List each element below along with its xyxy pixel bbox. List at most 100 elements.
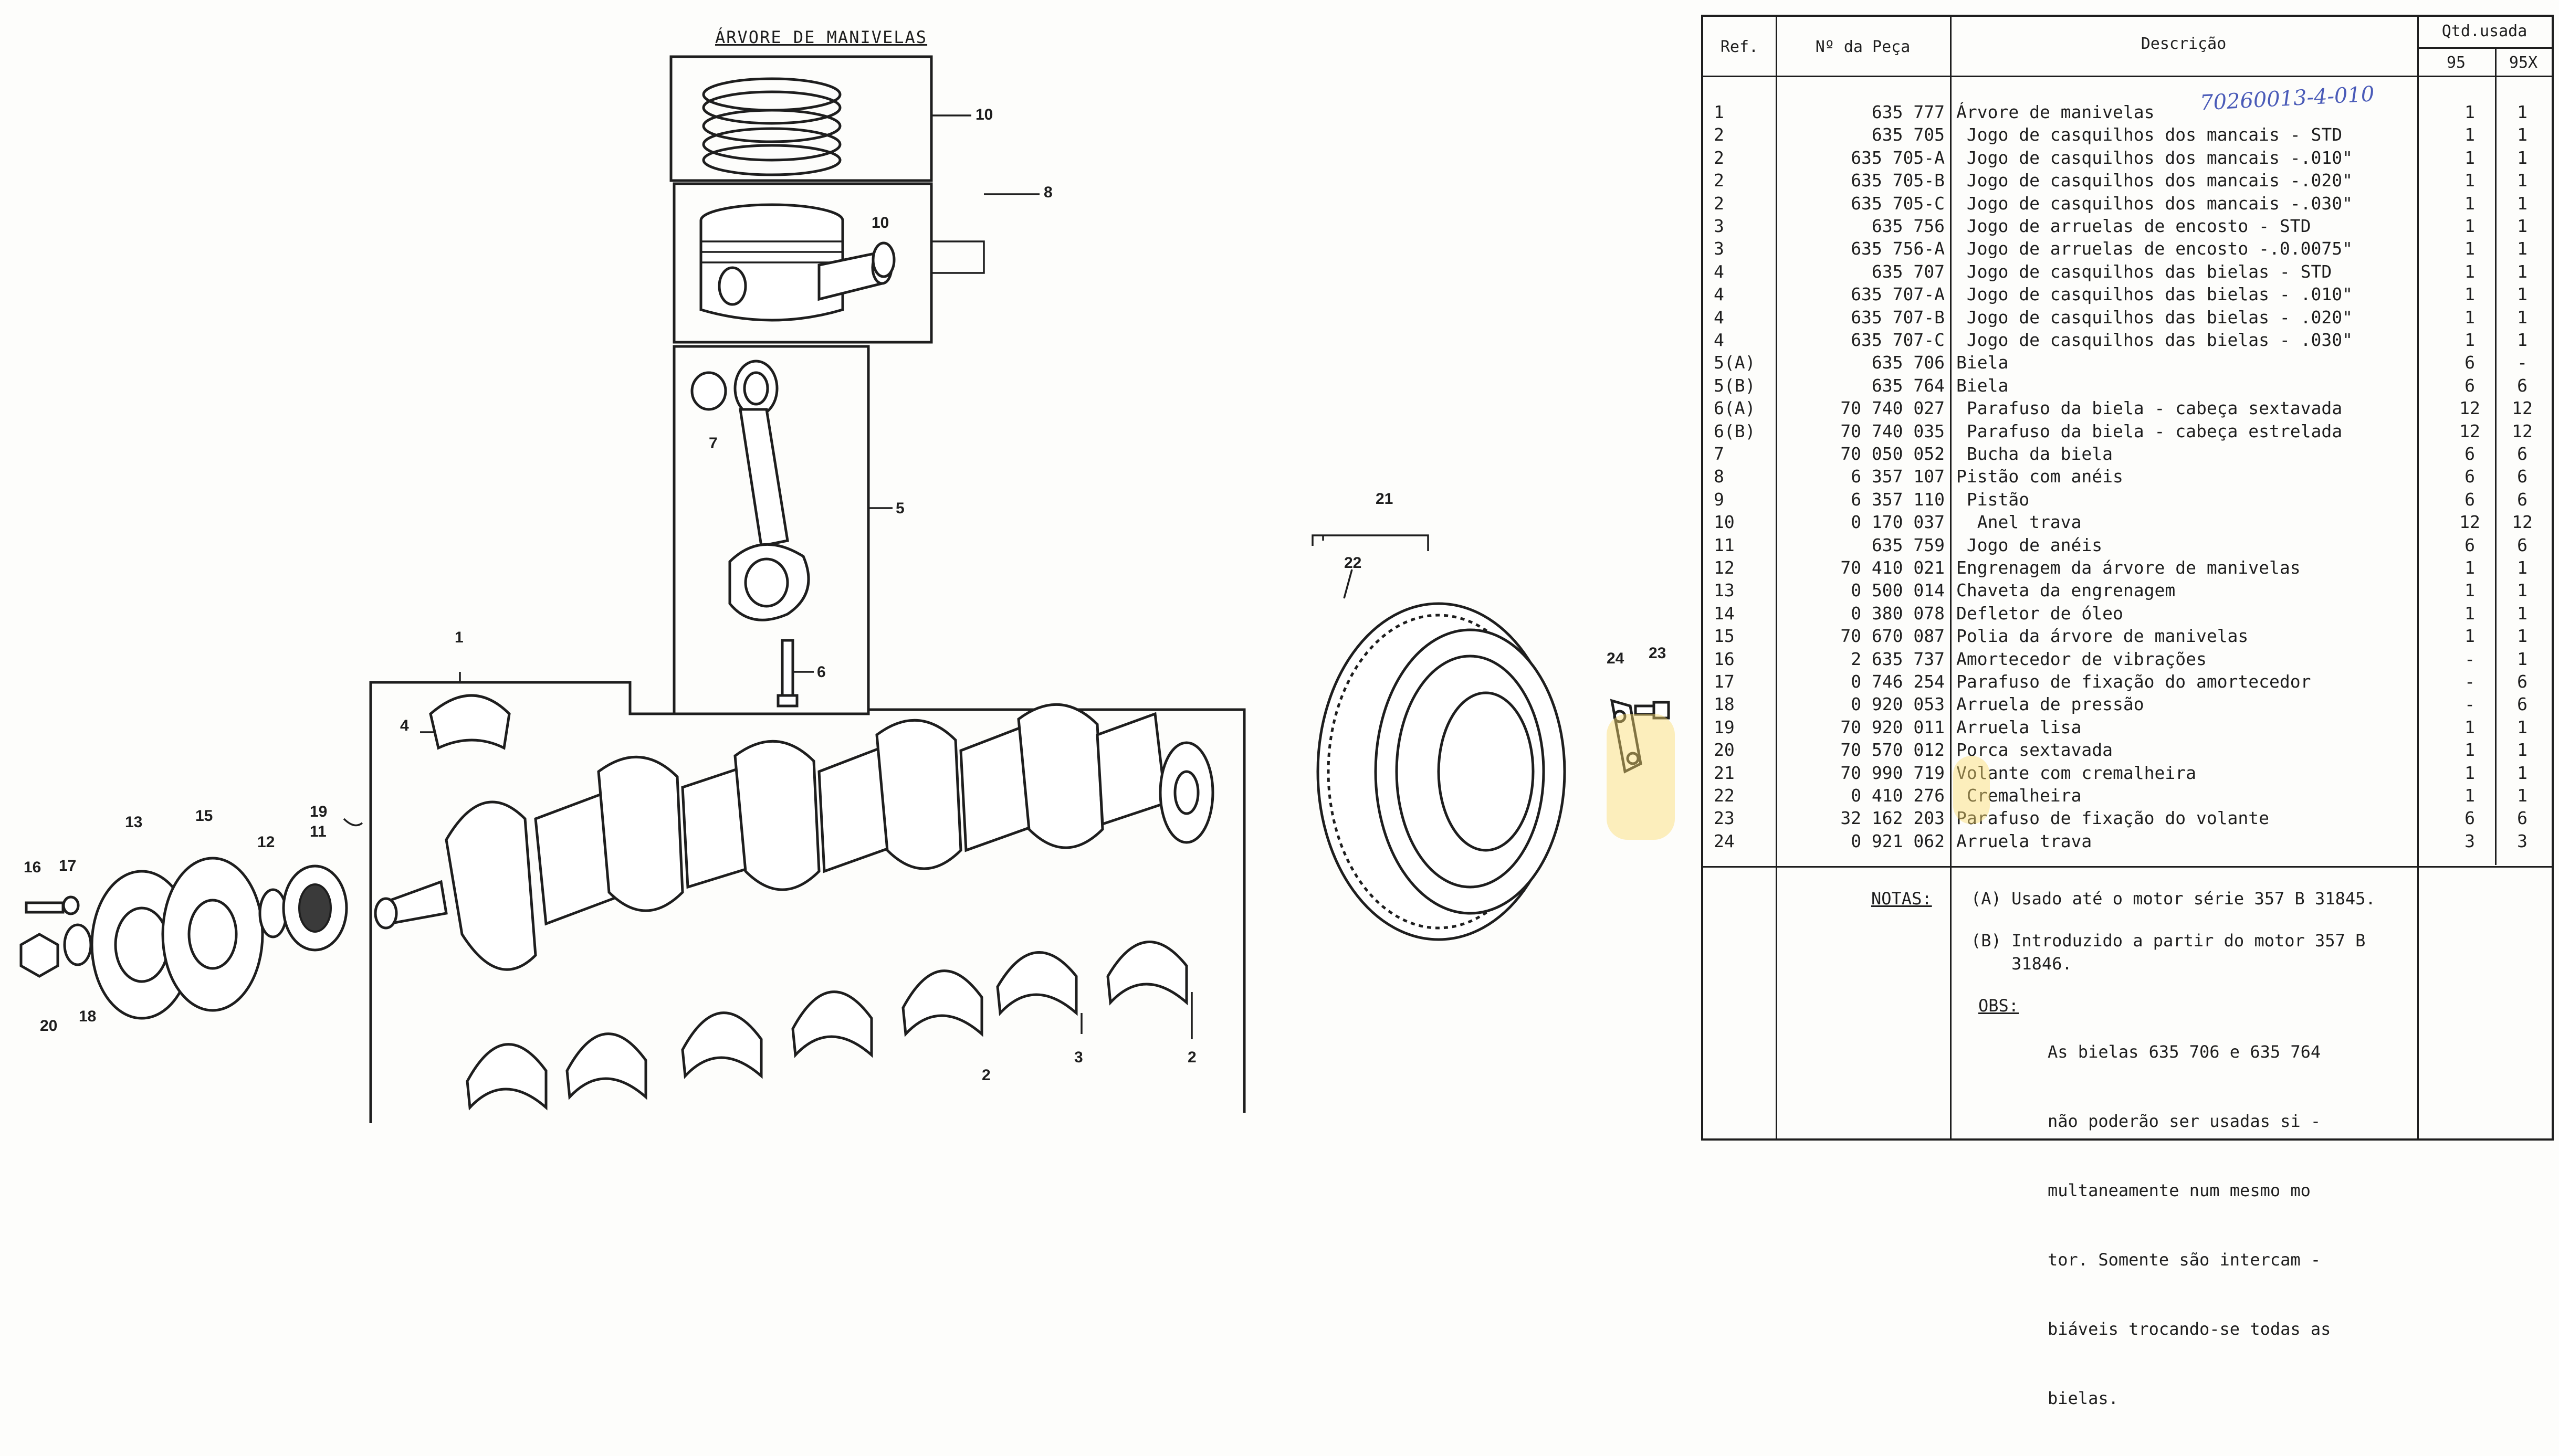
cell-part: 635 707-B bbox=[1851, 307, 1945, 328]
col-divider bbox=[1950, 17, 1952, 1138]
highlighter-mark bbox=[1607, 714, 1675, 840]
cell-ref: 5(A) bbox=[1714, 352, 1756, 373]
cell-ref: 4 bbox=[1714, 261, 1724, 282]
cell-qty-95x: 12 bbox=[2512, 420, 2533, 441]
callout-15: 13 bbox=[125, 814, 143, 831]
callout-20: 20 bbox=[40, 1017, 58, 1035]
cell-ref: 9 bbox=[1714, 489, 1724, 510]
callout-17: 16 bbox=[24, 859, 41, 876]
cell-qty-95x: 1 bbox=[2517, 147, 2527, 168]
cell-desc: Pistão bbox=[1956, 489, 2030, 510]
note-b-line1: (B) Introduzido a partir do motor 357 B bbox=[1971, 931, 2366, 951]
callout-16: 15 bbox=[195, 807, 213, 825]
cell-part: 32 162 203 bbox=[1840, 808, 1945, 829]
obs-label: OBS: bbox=[1978, 996, 2019, 1016]
cell-qty-95: 1 bbox=[2464, 762, 2475, 783]
obs-line: multaneamente num mesmo mo bbox=[2048, 1180, 2311, 1200]
cell-ref: 8 bbox=[1714, 466, 1724, 487]
cell-part: 0 380 078 bbox=[1851, 603, 1945, 624]
cell-qty-95: 1 bbox=[2464, 170, 2475, 191]
cell-qty-95x: 1 bbox=[2517, 603, 2527, 624]
cell-part: 6 357 107 bbox=[1851, 466, 1945, 487]
cell-qty-95: 6 bbox=[2464, 808, 2475, 829]
cell-desc: Jogo de arruelas de encosto - STD bbox=[1956, 216, 2311, 236]
cell-part: 635 756 bbox=[1871, 216, 1945, 236]
cell-ref: 14 bbox=[1714, 603, 1735, 624]
cell-desc: Jogo de casquilhos das bielas - STD bbox=[1956, 261, 2332, 282]
note-b-line2: 31846. bbox=[1971, 954, 2072, 974]
diagram-drawing bbox=[19, 55, 1670, 1123]
callout-22: 22 bbox=[1344, 554, 1362, 572]
cell-ref: 12 bbox=[1714, 557, 1735, 578]
cell-part: 70 570 012 bbox=[1840, 740, 1945, 761]
pulley-set-part bbox=[19, 818, 363, 1020]
cell-qty-95: 6 bbox=[2464, 352, 2475, 373]
cell-ref: 4 bbox=[1714, 330, 1724, 350]
cell-qty-95: 6 bbox=[2464, 466, 2475, 487]
cell-qty-95: 1 bbox=[2464, 580, 2475, 601]
cell-part: 2 635 737 bbox=[1851, 648, 1945, 669]
cell-ref: 3 bbox=[1714, 238, 1724, 259]
cell-ref: 2 bbox=[1714, 170, 1724, 191]
cell-qty-95x: 1 bbox=[2517, 261, 2527, 282]
cell-part: 0 410 276 bbox=[1851, 785, 1945, 806]
cell-qty-95x: 1 bbox=[2517, 626, 2527, 647]
callout-18: 17 bbox=[59, 857, 77, 874]
callout-23: 23 bbox=[1649, 645, 1666, 662]
cell-ref: 2 bbox=[1714, 193, 1724, 214]
cell-part: 70 740 027 bbox=[1840, 398, 1945, 419]
header-q95x: 95X bbox=[2509, 54, 2538, 72]
callout-11: 10 bbox=[976, 106, 993, 123]
cell-ref: 15 bbox=[1714, 626, 1735, 647]
cell-ref: 2 bbox=[1714, 124, 1724, 145]
cell-qty-95: - bbox=[2464, 694, 2475, 715]
cell-part: 635 759 bbox=[1871, 534, 1945, 555]
cell-qty-95: 1 bbox=[2464, 626, 2475, 647]
cell-part: 0 920 053 bbox=[1851, 694, 1945, 715]
cell-qty-95: - bbox=[2464, 671, 2475, 692]
cell-qty-95x: 6 bbox=[2517, 694, 2527, 715]
cell-desc: Parafuso de fixação do amortecedor bbox=[1956, 671, 2311, 692]
cell-ref: 24 bbox=[1714, 830, 1735, 851]
cell-part: 635 707 bbox=[1871, 261, 1945, 282]
cell-ref: 11 bbox=[1714, 534, 1735, 555]
cell-desc: Pistão com anéis bbox=[1956, 466, 2123, 487]
cell-qty-95x: - bbox=[2517, 352, 2527, 373]
row-divider bbox=[1703, 76, 2552, 77]
cell-qty-95: 12 bbox=[2459, 512, 2480, 533]
cell-desc: Jogo de casquilhos dos mancais - STD bbox=[1956, 124, 2343, 145]
cell-desc: Biela bbox=[1956, 375, 2009, 396]
cell-desc: Porca sextavada bbox=[1956, 740, 2113, 761]
cell-desc: Parafuso da biela - cabeça sextavada bbox=[1956, 398, 2343, 419]
cell-part: 0 746 254 bbox=[1851, 671, 1945, 692]
cell-qty-95x: 6 bbox=[2517, 375, 2527, 396]
cell-ref: 13 bbox=[1714, 580, 1735, 601]
cell-qty-95x: 6 bbox=[2517, 671, 2527, 692]
cell-part: 635 764 bbox=[1871, 375, 1945, 396]
cell-part: 635 706 bbox=[1871, 352, 1945, 373]
cell-ref: 17 bbox=[1714, 671, 1735, 692]
cell-desc: Bucha da biela bbox=[1956, 444, 2113, 464]
table-row: 6(A)70 740 027 Parafuso da biela - cabeç… bbox=[1703, 397, 2552, 419]
cell-qty-95: 1 bbox=[2464, 193, 2475, 214]
row-divider bbox=[1703, 866, 2552, 868]
cell-part: 635 707-C bbox=[1851, 330, 1945, 350]
col-divider bbox=[1776, 17, 1777, 1138]
crank-box-right bbox=[868, 708, 1246, 1113]
callout-12: 11 bbox=[310, 823, 327, 840]
callout-21: 21 bbox=[1376, 490, 1393, 508]
cell-desc: Jogo de arruelas de encosto -.0.0075" bbox=[1956, 238, 2353, 259]
cell-part: 635 777 bbox=[1871, 102, 1945, 122]
header-q95: 95 bbox=[2446, 54, 2466, 72]
cell-desc: Polia da árvore de manivelas bbox=[1956, 626, 2249, 647]
